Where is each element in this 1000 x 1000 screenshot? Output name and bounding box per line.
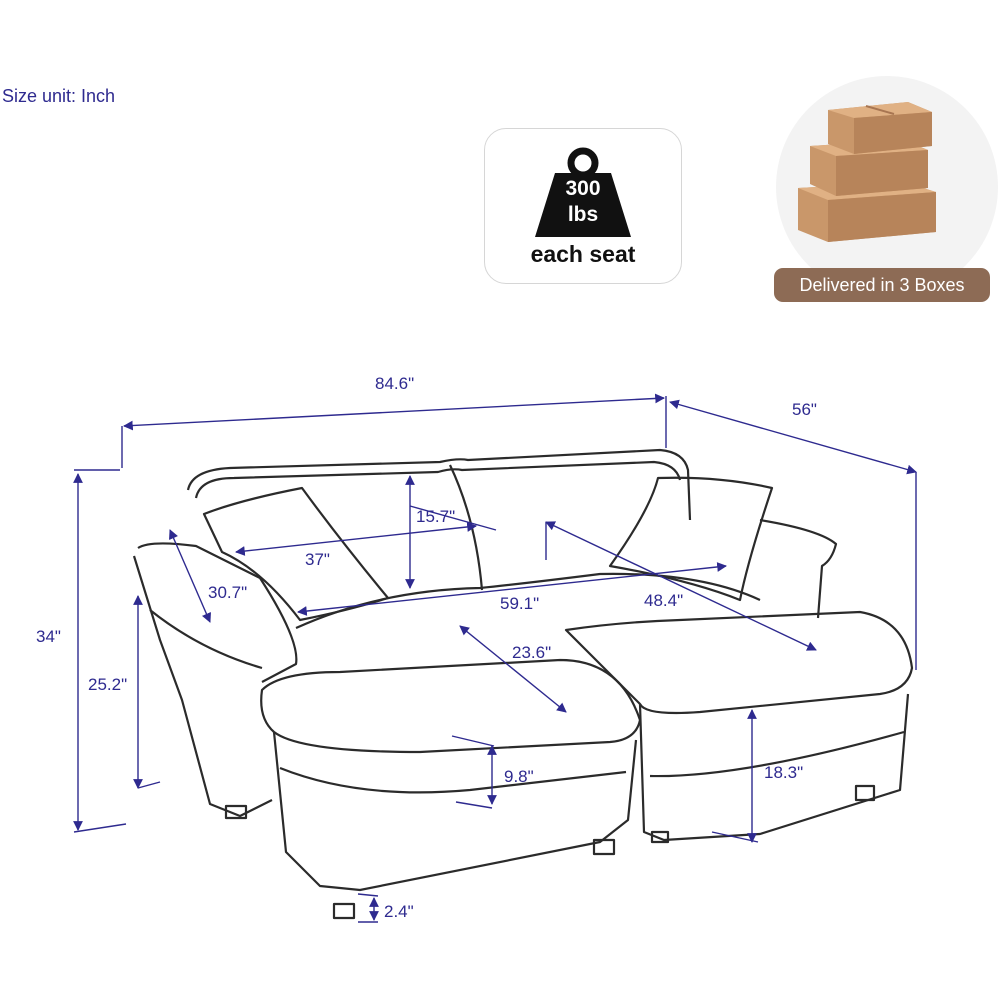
weight-unit: lbs: [567, 203, 599, 226]
size-unit-label: Size unit: Inch: [2, 86, 116, 106]
dimension-labels: 84.6" 56" 34" 25.2" 15.7" 37" 30.7" 59.1…: [36, 374, 817, 921]
weight-icon: [535, 147, 631, 237]
dim-back-cushion-width: 37": [305, 550, 330, 569]
dim-seat-height: 18.3": [764, 763, 803, 782]
dim-depth: 56": [792, 400, 817, 419]
dim-back-cushion-height: 15.7": [416, 507, 455, 526]
dimension-lines: [73, 393, 917, 923]
sofa-outline: [132, 448, 914, 920]
weight-capacity-card: 300 lbs each seat: [484, 128, 682, 284]
dim-chaise-depth: 48.4": [644, 591, 683, 610]
dim-cushion-thickness: 9.8": [504, 767, 534, 786]
dim-pillow-diagonal: 30.7": [208, 583, 247, 602]
dim-overall-height: 34": [36, 627, 61, 646]
dim-overall-width: 84.6": [375, 374, 414, 393]
weight-caption: each seat: [530, 241, 636, 267]
dim-arm-height: 25.2": [88, 675, 127, 694]
weight-value: 300: [565, 177, 601, 200]
boxes-icon: [798, 102, 936, 242]
boxes-circle: [776, 76, 998, 298]
delivered-boxes-badge: Delivered in 3 Boxes: [774, 268, 990, 302]
dim-leg-height: 2.4": [384, 902, 414, 921]
dim-ottoman-depth: 23.6": [512, 643, 551, 662]
dim-seat-width: 59.1": [500, 594, 539, 613]
